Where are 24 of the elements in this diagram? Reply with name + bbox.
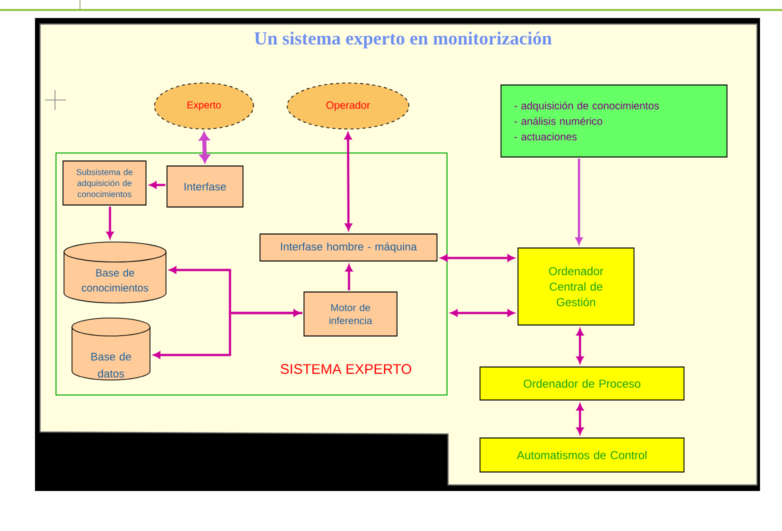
computer-box: Automatismos de Control [480,438,684,472]
process-box: Interfase [166,166,244,208]
computer-box: Ordenador Central de Gestión [518,248,634,326]
process-box: Interfase hombre - máquina [260,234,438,262]
title: Un sistema experto en monitorización [254,32,552,48]
arrow [150,181,166,189]
double-arrow [199,132,210,163]
arrow [345,264,353,290]
double-arrow [450,309,514,317]
process-box: Motor de inferencia [304,292,398,336]
double-arrow [576,404,584,434]
database-cylinder: Base de conocimientos [64,242,166,304]
double-arrow [440,254,514,262]
arrow [153,312,302,359]
arrow [575,158,583,244]
computer-box: Ordenador de Proceso [480,366,684,400]
arrow [106,206,114,239]
group-heading: SISTEMA EXPERTO [280,364,412,374]
process-box: Subsistema de adquisición de conocimientos [62,160,146,206]
double-arrow [344,132,352,230]
double-arrow [169,266,300,317]
function-list-box: - adquisición de conocimientos - análisis numérico - actuaciones [500,84,728,158]
database-cylinder: Base de datos [72,318,150,380]
double-arrow [576,328,584,364]
